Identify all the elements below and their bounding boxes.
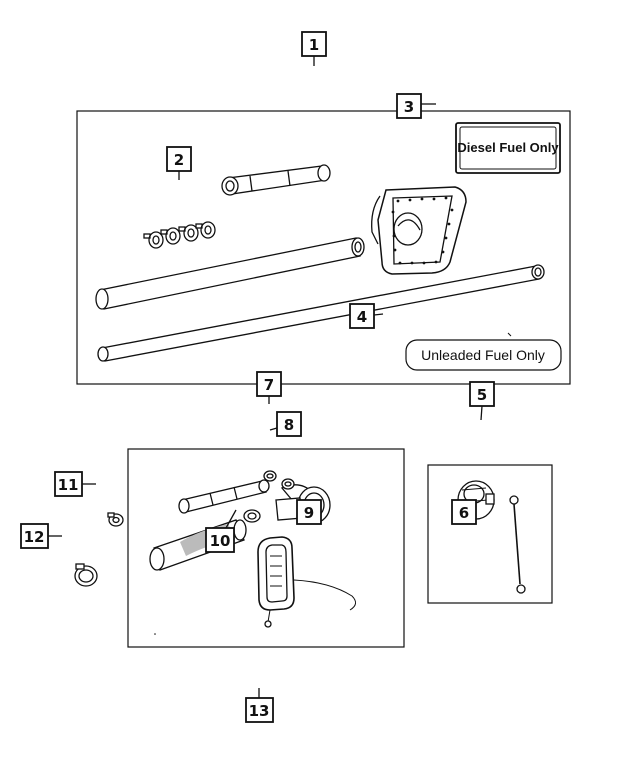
long-filler-hose-upper: [95, 237, 365, 310]
callout-9: 9: [296, 499, 322, 525]
loose-clamp-large: [74, 563, 98, 587]
diesel-label-inner: [459, 126, 557, 170]
callout-8: 8: [269, 411, 302, 437]
svg-text:3: 3: [404, 98, 414, 116]
fuel-filler-kit-frame: [76, 110, 571, 385]
svg-text:9: 9: [304, 504, 314, 522]
hose-clamps-set: [143, 221, 216, 249]
svg-text:1: 1: [309, 36, 319, 54]
callout-3: 3: [396, 93, 436, 119]
hose-clamp-medium: [243, 509, 261, 523]
callout-12: 12: [20, 523, 62, 549]
cap-kit-frame: [427, 464, 553, 604]
callout-10: 10: [205, 509, 237, 553]
callout-13: 13: [245, 688, 274, 723]
fuel-filler-housing: [371, 186, 467, 275]
callout-6: 6: [451, 499, 477, 525]
svg-text:8: 8: [284, 416, 294, 434]
diesel-label-outer: [455, 122, 561, 174]
hose-kit-frame: [127, 448, 405, 648]
callout-7: 7: [256, 371, 282, 404]
cap-tether: [509, 495, 526, 594]
hose-clamp-small-a: [263, 470, 277, 482]
callout-4: 4: [349, 303, 384, 329]
svg-text:7: 7: [264, 376, 274, 394]
callout-2: 2: [166, 146, 192, 180]
svg-text:12: 12: [24, 528, 45, 546]
unleaded-label-box: [405, 339, 562, 371]
callout-11: 11: [54, 471, 96, 497]
svg-text:13: 13: [249, 702, 270, 720]
svg-text:10: 10: [210, 532, 231, 550]
diesel-fuel-only-label: Diesel Fuel Only: [457, 140, 559, 155]
hose-clamp-small-b: [281, 478, 295, 490]
callout-1: 1: [301, 31, 327, 66]
svg-text:4: 4: [357, 308, 367, 326]
filler-door-seal: [257, 536, 356, 628]
short-filler-tube: [221, 164, 331, 196]
loose-clamp-small: [107, 512, 124, 527]
svg-text:5: 5: [477, 386, 487, 404]
svg-text:6: 6: [459, 504, 469, 522]
unleaded-fuel-only-label: Unleaded Fuel Only: [421, 347, 545, 363]
callout-5: 5: [469, 381, 495, 421]
svg-text:11: 11: [58, 476, 79, 494]
long-filler-hose-lower: [97, 264, 545, 362]
filler-hose-upper-assembly: [178, 479, 270, 514]
svg-text:2: 2: [174, 151, 184, 169]
